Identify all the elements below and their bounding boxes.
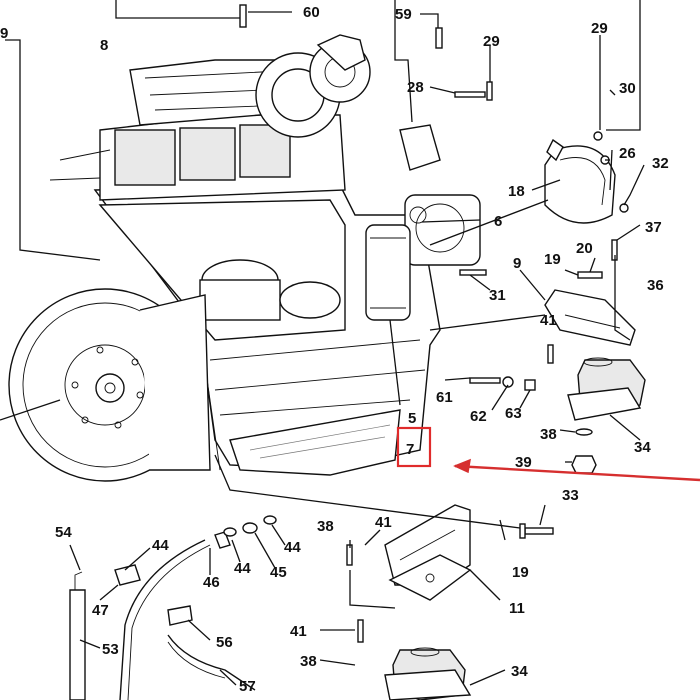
callout-30: 30	[619, 80, 636, 97]
callout-6: 6	[494, 213, 502, 230]
callout-labels: 60 59 29 29 28 30 26 32 18 6 37 20 19 9 …	[0, 4, 669, 695]
callout-37: 37	[645, 219, 662, 236]
engine-mount-part-34-lower	[384, 647, 472, 700]
mount-bracket-part-11	[384, 504, 472, 601]
callout-34: 34	[634, 439, 651, 456]
callout-57: 57	[239, 678, 256, 695]
engine-assembly	[8, 34, 481, 482]
callout-33: 33	[562, 487, 579, 504]
callout-38: 38	[317, 518, 334, 535]
callout-46: 46	[203, 574, 220, 591]
callout-41: 41	[375, 514, 392, 531]
callout-19: 19	[512, 564, 529, 581]
highlight-box-part-7	[396, 426, 432, 468]
callout-38: 38	[540, 426, 557, 443]
callout-44: 44	[234, 560, 251, 577]
callout-44: 44	[284, 539, 301, 556]
callout-8: 8	[100, 37, 108, 54]
callout-41: 41	[290, 623, 307, 640]
callout-47: 47	[92, 602, 109, 619]
leader-lines	[0, 0, 645, 686]
callout-5: 5	[408, 410, 416, 427]
heat-shield-part-18	[544, 138, 616, 224]
callout-18: 18	[508, 183, 525, 200]
callout-59: 59	[395, 6, 412, 23]
callout-19: 19	[544, 251, 561, 268]
callout-39: 39	[515, 454, 532, 471]
callout-44: 44	[152, 537, 169, 554]
red-pointer-arrow	[453, 458, 700, 482]
callout-60: 60	[303, 4, 320, 21]
callout-20: 20	[576, 240, 593, 257]
callout-28: 28	[407, 79, 424, 96]
callout-62: 62	[470, 408, 487, 425]
engine-mount-part-34-upper	[567, 357, 646, 421]
callout-32: 32	[652, 155, 669, 172]
callout-41: 41	[540, 312, 557, 329]
callout-53: 53	[102, 641, 119, 658]
hoses-and-tubes	[69, 515, 277, 700]
callout-63: 63	[505, 405, 522, 422]
callout-29: 29	[591, 20, 608, 37]
callout-56: 56	[216, 634, 233, 651]
callout-11: 11	[509, 600, 525, 617]
callout-7: 7	[406, 441, 414, 458]
callout-34: 34	[511, 663, 528, 680]
callout-31: 31	[489, 287, 506, 304]
callout-9: 9	[0, 25, 8, 42]
callout-38: 38	[300, 653, 317, 670]
callout-45: 45	[270, 564, 287, 581]
callout-54: 54	[55, 524, 72, 541]
callout-26: 26	[619, 145, 636, 162]
callout-9: 9	[513, 255, 521, 272]
callout-61: 61	[436, 389, 453, 406]
bracket-part-9	[544, 289, 636, 346]
callout-29: 29	[483, 33, 500, 50]
callout-36: 36	[647, 277, 664, 294]
